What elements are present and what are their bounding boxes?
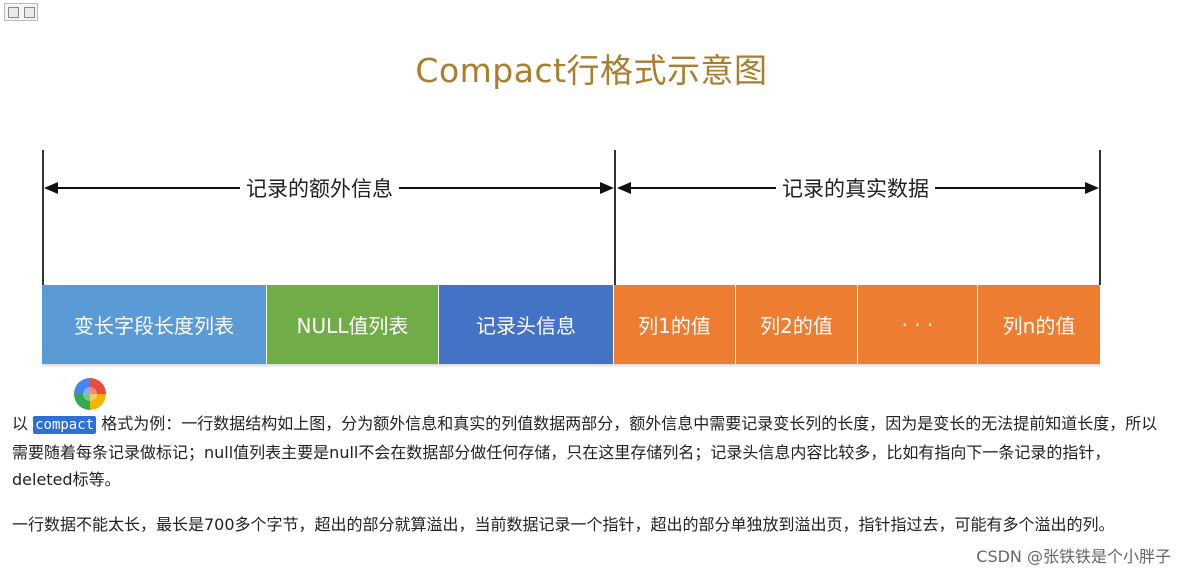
column-n-value-cell: 列n的值	[978, 285, 1100, 364]
record-header-cell: 记录头信息	[439, 285, 614, 364]
column-2-value-cell: 列2的值	[736, 285, 858, 364]
chrome-logo-icon	[74, 378, 106, 410]
row-format-bar: 变长字段长度列表 NULL值列表 记录头信息 列1的值 列2的值 · · · 列…	[42, 285, 1100, 364]
right-arrowhead-icon	[1085, 182, 1099, 194]
paragraph-1-prefix: 以	[12, 414, 34, 433]
ellipsis-cell: · · ·	[858, 285, 978, 364]
left-boundary-line	[42, 150, 44, 285]
left-arrowhead-icon	[617, 182, 631, 194]
paragraph-1-body: 格式为例：一行数据结构如上图，分为额外信息和真实的列值数据两部分，额外信息中需要…	[12, 414, 1158, 489]
column-1-value-cell: 列1的值	[614, 285, 736, 364]
null-value-list-cell: NULL值列表	[267, 285, 439, 364]
bar-shadow	[42, 364, 1100, 368]
right-arrowhead-icon	[600, 182, 614, 194]
diagram-title: Compact行格式示意图	[415, 51, 768, 90]
paragraph-1: 以 compact 格式为例：一行数据结构如上图，分为额外信息和真实的列值数据两…	[12, 410, 1162, 493]
left-arrowhead-icon	[44, 182, 58, 194]
extra-info-label: 记录的额外信息	[240, 175, 399, 203]
compact-code-highlight: compact	[33, 416, 97, 434]
image-placeholder-icon	[4, 3, 38, 21]
variable-length-field-list-cell: 变长字段长度列表	[42, 285, 267, 364]
real-data-label: 记录的真实数据	[776, 175, 935, 203]
middle-boundary-line	[614, 150, 616, 285]
right-boundary-line	[1099, 150, 1101, 285]
paragraph-2: 一行数据不能太长，最长是700多个字节，超出的部分就算溢出，当前数据记录一个指针…	[12, 515, 1115, 534]
csdn-watermark: CSDN @张铁铁是个小胖子	[976, 547, 1171, 566]
